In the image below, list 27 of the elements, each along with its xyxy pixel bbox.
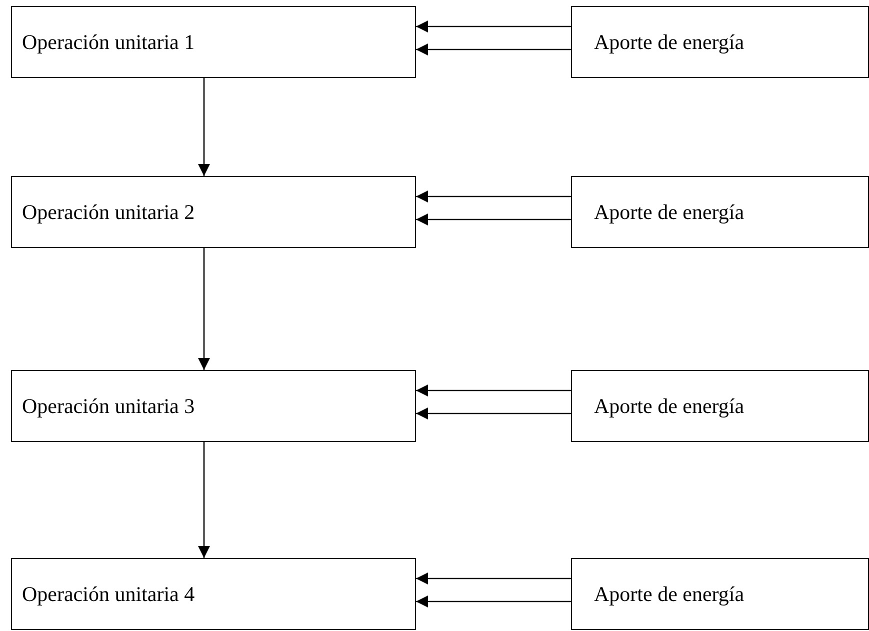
process-box — [11, 6, 416, 78]
arrow — [416, 408, 571, 420]
arrow — [416, 20, 571, 32]
arrow — [416, 384, 571, 396]
arrow — [416, 572, 571, 584]
arrow — [416, 44, 571, 56]
box-label: Aporte de energía — [594, 582, 744, 606]
box-label: Aporte de energía — [594, 30, 744, 54]
process-box — [11, 558, 416, 630]
process-box — [571, 558, 869, 630]
process-box — [11, 176, 416, 248]
box-label: Aporte de energía — [594, 200, 744, 224]
box-label: Aporte de energía — [594, 394, 744, 418]
arrow — [198, 442, 210, 558]
arrow — [198, 248, 210, 370]
arrow — [198, 78, 210, 176]
process-box — [571, 370, 869, 442]
process-box — [571, 6, 869, 78]
arrow — [416, 214, 571, 226]
box-label: Operación unitaria 3 — [22, 394, 195, 418]
box-label: Operación unitaria 1 — [22, 30, 195, 54]
arrow — [416, 190, 571, 202]
box-label: Operación unitaria 2 — [22, 200, 195, 224]
process-box — [571, 176, 869, 248]
box-label: Operación unitaria 4 — [22, 582, 195, 606]
process-box — [11, 370, 416, 442]
arrow — [416, 596, 571, 608]
